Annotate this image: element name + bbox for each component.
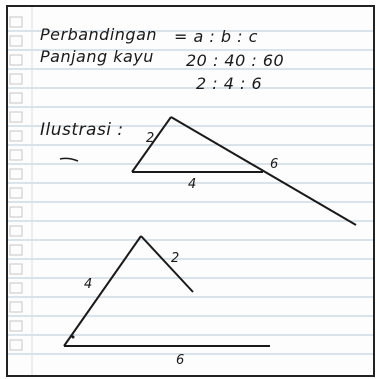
ruled-lines	[8, 7, 373, 375]
small-triangle-side-a: 2	[146, 131, 155, 146]
margin-boxes	[9, 16, 23, 351]
large-triangle	[63, 235, 270, 347]
label-perbandingan: Perbandingan	[40, 25, 158, 44]
small-triangle	[131, 116, 357, 226]
label-ilustrasi: Ilustrasi :	[40, 120, 124, 140]
stray-mark	[59, 157, 79, 162]
small-triangle-side-b: 4	[188, 177, 197, 192]
large-triangle-side-c: 6	[176, 353, 185, 368]
value-simplified: 2 : 4 : 6	[196, 74, 263, 93]
small-triangle-side-c: 6	[270, 157, 279, 172]
value-lengths: 20 : 40 : 60	[186, 51, 285, 70]
large-triangle-side-b: 2	[171, 251, 180, 266]
label-panjang-kayu: Panjang kayu	[40, 47, 154, 66]
notebook-page: Perbandingan = a : b : c Panjang kayu 20…	[6, 5, 375, 377]
large-triangle-side-a: 4	[84, 277, 93, 292]
value-ratio: = a : b : c	[174, 27, 258, 46]
